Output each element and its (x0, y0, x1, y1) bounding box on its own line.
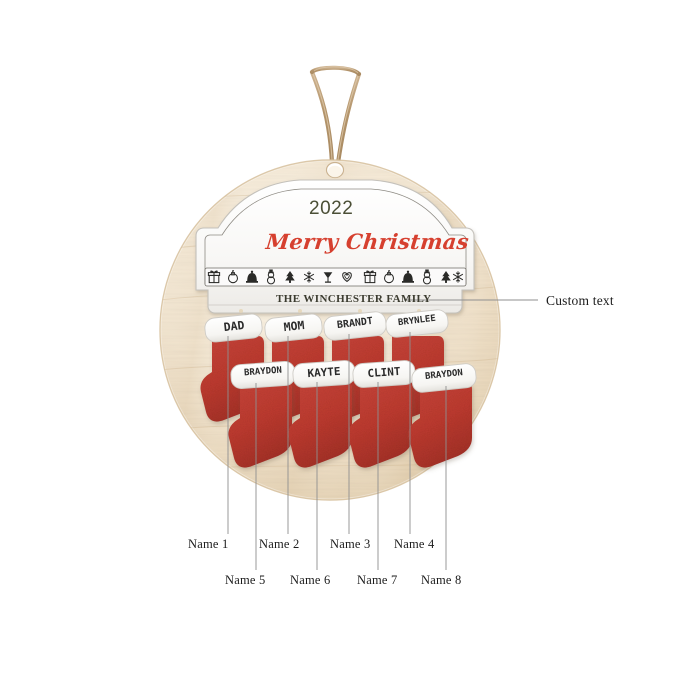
plaque-year: 2022 (309, 198, 354, 219)
annotation-name-8: Name 8 (421, 573, 462, 587)
stocking-cuff-4[interactable] (385, 309, 449, 338)
stocking-cuff-5[interactable] (230, 361, 296, 389)
ornament-ball-icon (384, 269, 394, 284)
stocking-cuff-8[interactable] (411, 363, 477, 394)
stocking-name-7[interactable] (348, 382, 412, 468)
annotation-name-2: Name 2 (259, 537, 300, 551)
gift-icon (363, 270, 377, 284)
annotation-name-1: Name 1 (188, 537, 229, 551)
annotation-name-4: Name 4 (394, 537, 435, 551)
stocking-cuff-1[interactable] (204, 313, 263, 343)
stocking-name-6[interactable] (288, 382, 352, 468)
leader-lines (227, 299, 538, 570)
icon-strip (207, 269, 464, 285)
stocking-name-8[interactable] (408, 382, 472, 468)
goblet-icon (323, 272, 333, 283)
snowflake-icon (452, 271, 464, 283)
annotation-name-3: Name 3 (330, 537, 371, 551)
annotation-name-7: Name 7 (357, 573, 398, 587)
stocking-cuff-7[interactable] (352, 360, 416, 388)
annotation-name-5: Name 5 (225, 573, 266, 587)
bell-icon (246, 270, 258, 283)
bell-icon (402, 270, 414, 283)
plaque-greeting: Merry Christmas (264, 229, 471, 254)
stocking-cuff-6[interactable] (292, 360, 356, 388)
christmas-tree-icon (285, 271, 295, 283)
hanger-hole (325, 161, 345, 179)
twine-hanger (309, 65, 362, 166)
snowflake-icon (303, 271, 315, 283)
ornament-ball-icon (228, 269, 238, 284)
annotation-name-6: Name 6 (290, 573, 331, 587)
christmas-tree-icon (441, 271, 451, 283)
snowman-icon (266, 269, 276, 285)
stocking-front-row (228, 360, 477, 468)
stocking-name-5[interactable] (228, 382, 292, 468)
annotation-custom-text: Custom text (546, 293, 614, 308)
plaque-family-name: THE WINCHESTER FAMILY (276, 293, 432, 305)
snowman-icon (422, 269, 432, 285)
stocking-cuff-2[interactable] (264, 313, 323, 343)
gift-icon (207, 270, 221, 284)
